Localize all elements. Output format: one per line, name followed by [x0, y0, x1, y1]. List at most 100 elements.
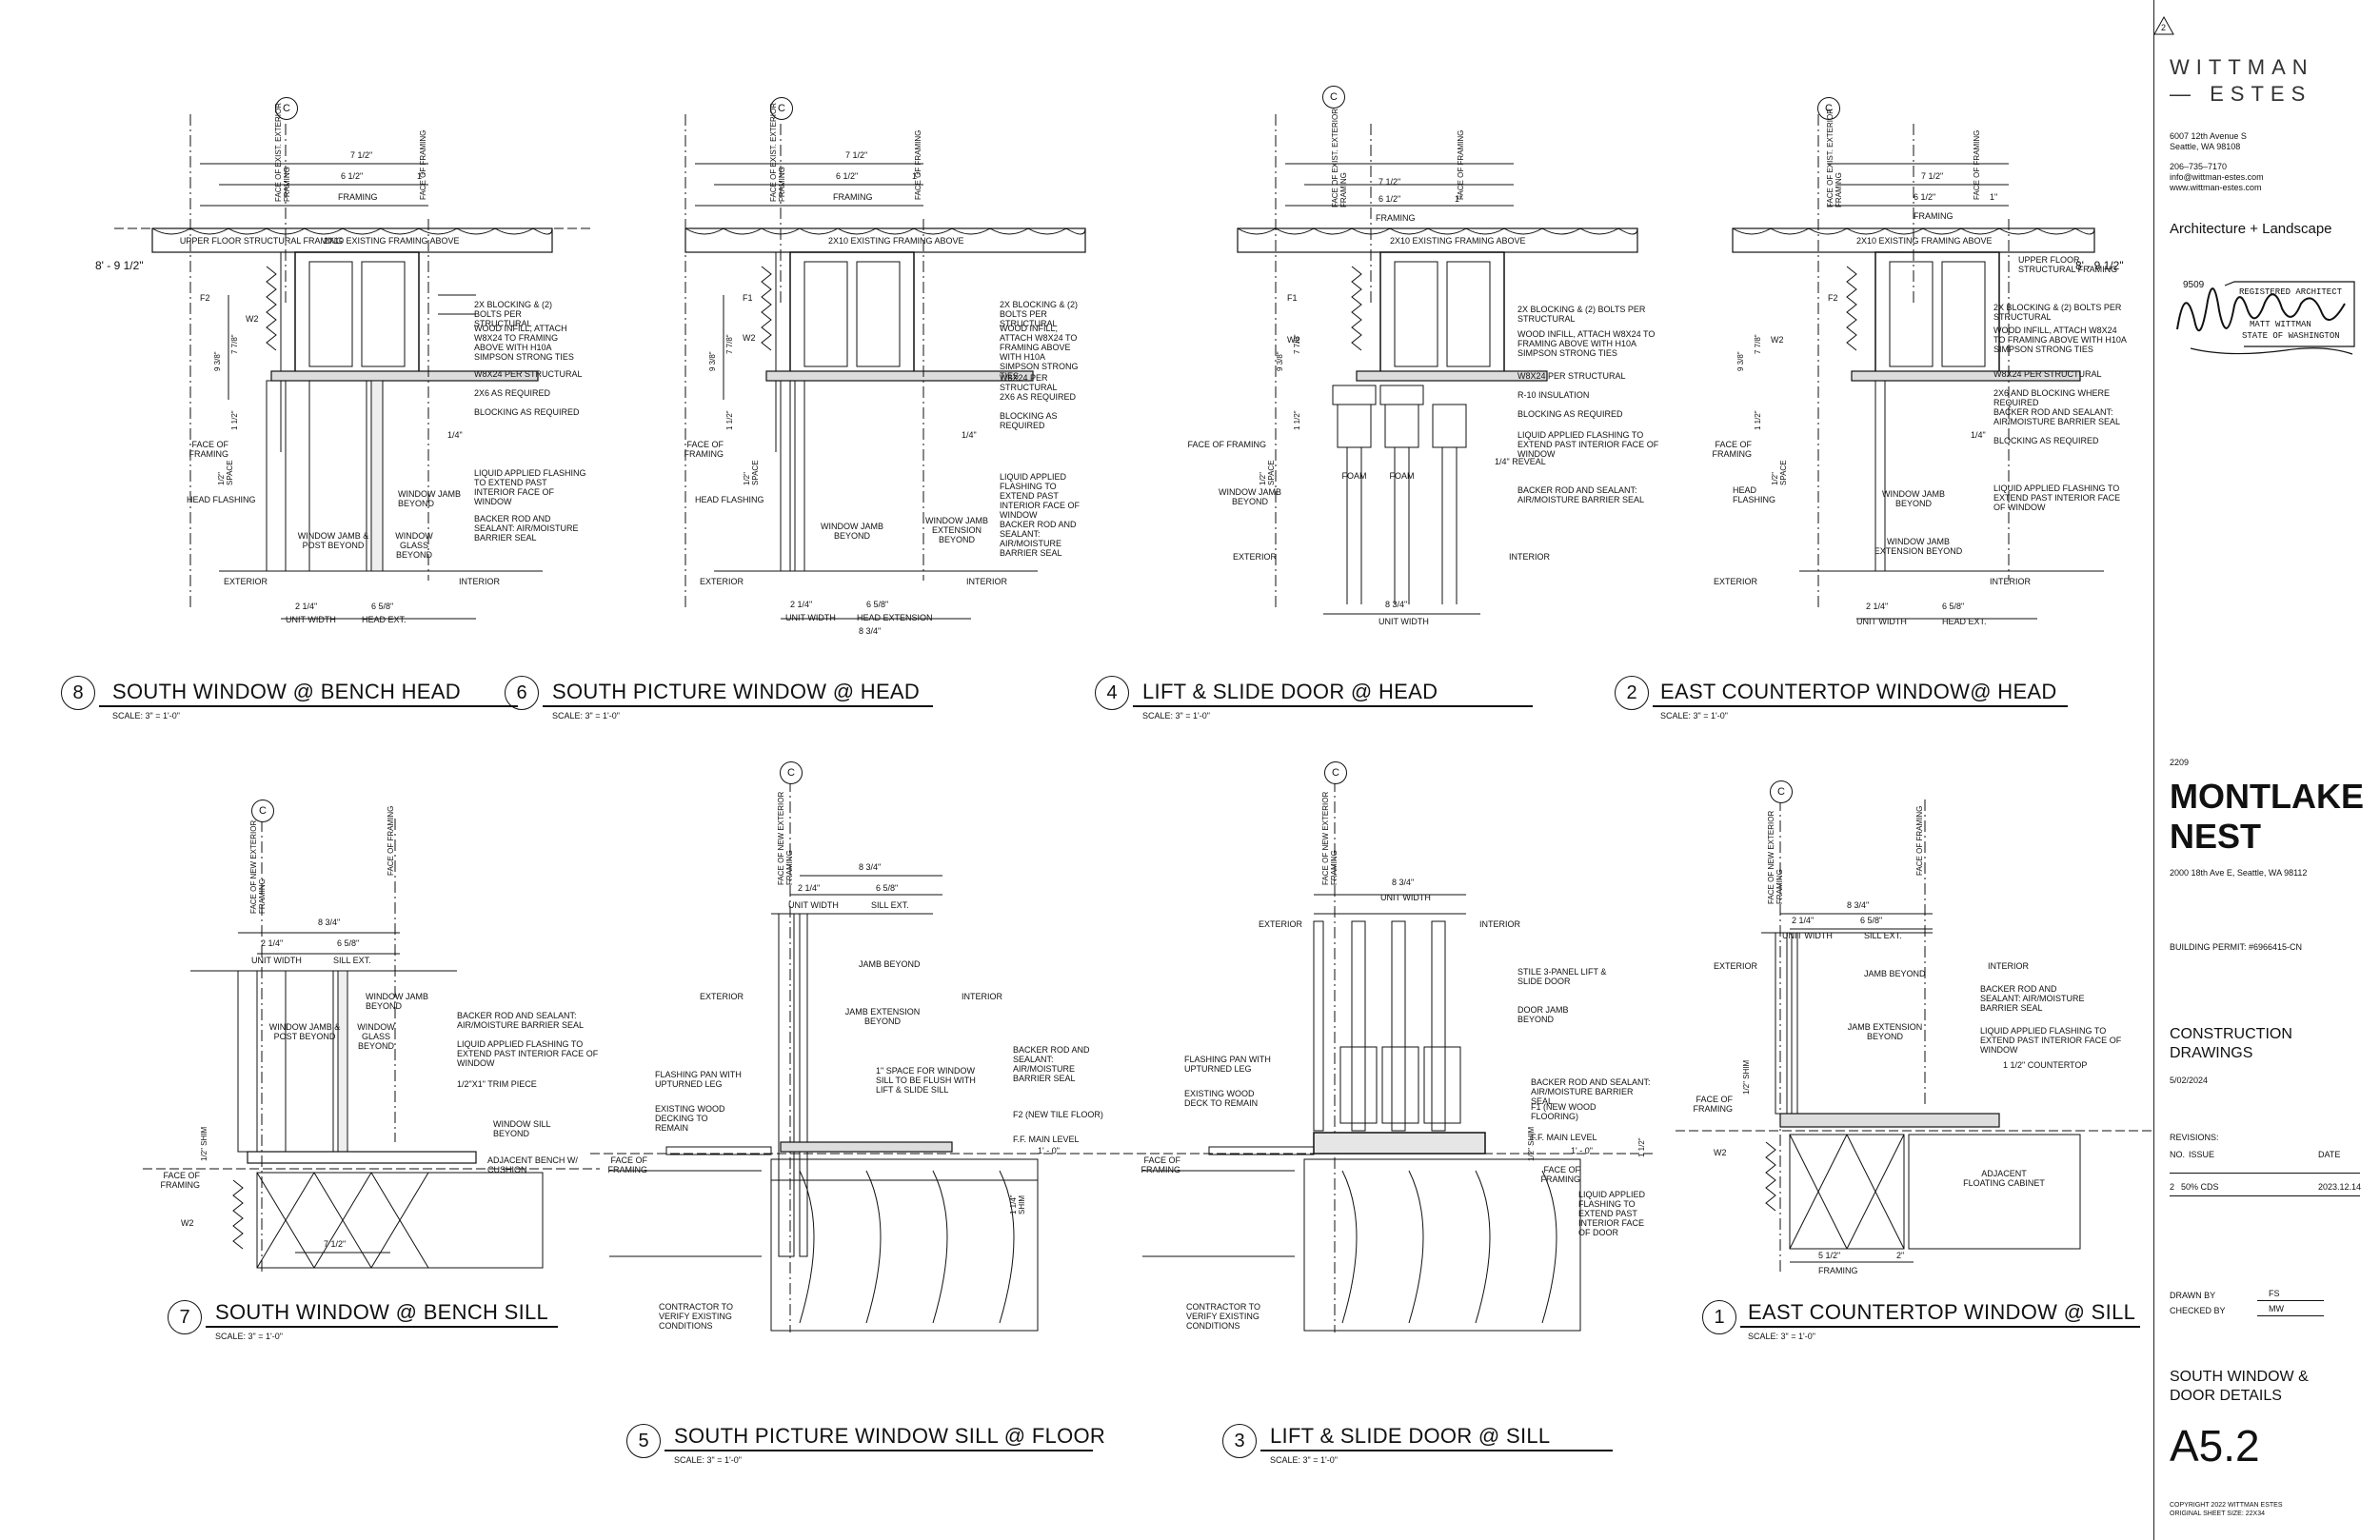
dim-top-1: 8 3/4"	[318, 918, 341, 927]
dim-top-1: 7 1/2"	[845, 150, 868, 160]
sheet-title-line1: SOUTH WINDOW &	[2170, 1369, 2309, 1385]
note-liquid-flashing: LIQUID APPLIED FLASHING TO EXTEND PAST I…	[1980, 1026, 2122, 1055]
note-blocking-req: BLOCKING AS REQUIRED	[1517, 409, 1623, 419]
note-blocking: 2X BLOCKING & (2) BOLTS PER STRUCTURAL	[1517, 305, 1646, 324]
detail-3: C 8 3/4" UNIT WIDTH FACE OF NEW EXTERIOR…	[1123, 761, 1656, 1342]
note-w8x24: W8X24 PER STRUCTURAL	[1517, 371, 1626, 381]
vertical-label-1: FACE OF NEW EXTERIOR FRAMING	[1321, 791, 1339, 885]
note-ff-main: F.F. MAIN LEVEL	[1013, 1135, 1080, 1144]
note-window-jamb: WINDOW JAMB BEYOND	[1219, 487, 1281, 506]
vertical-label-2: FACE OF FRAMING	[419, 129, 427, 200]
note-bench: ADJACENT BENCH W/ CUSHION	[487, 1155, 578, 1175]
note-foam-1: FOAM	[1341, 471, 1367, 481]
note-upper-floor: UPPER FLOOR STRUCTURAL FRAMING	[179, 236, 343, 246]
side-dim-2: 7 7/8"	[230, 334, 239, 354]
dim-bottom-4: HEAD EXT.	[362, 615, 407, 624]
signature-stamp-icon	[2176, 281, 2355, 355]
note-flashing-pan: FLASHING PAN WITH UPTURNED LEG	[1184, 1055, 1271, 1074]
dim-top-4: UNIT WIDTH	[788, 900, 839, 910]
title-underline	[1740, 1326, 2140, 1328]
note-blocking-req: BLOCKING AS REQUIRED	[1000, 411, 1058, 430]
note-existing-deck: EXISTING WOOD DECK TO REMAIN	[1184, 1089, 1259, 1108]
side-dim-1: 9 3/8"	[1736, 351, 1745, 371]
note-wood-infill: WOOD INFILL, ATTACH W8X24 TO FRAMING ABO…	[1517, 329, 1656, 358]
building-permit: BUILDING PERMIT: #6966415-CN	[2170, 942, 2303, 952]
note-ff-main: F.F. MAIN LEVEL	[1531, 1133, 1597, 1142]
vertical-label-2: FACE OF FRAMING	[1457, 129, 1465, 200]
detail-2: C 7 1/2" 6 1/2" 1" FRAMING FACE OF EXIST…	[1676, 86, 2152, 638]
note-2x10: 2X10 EXISTING FRAMING ABOVE	[1856, 236, 1993, 246]
note-space-sill: 1" SPACE FOR WINDOW SILL TO BE FLUSH WIT…	[876, 1066, 976, 1095]
dim-top-1: 7 1/2"	[350, 150, 373, 160]
vertical-label-2: FACE OF FRAMING	[1973, 129, 1981, 200]
dim-bottom-1: 2 1/4"	[295, 602, 318, 611]
dim-bottom-1: 2 1/4"	[790, 600, 813, 609]
tag-shim: 1/2" SHIM	[1742, 1059, 1751, 1095]
dim-top-4: UNIT WIDTH	[1782, 931, 1833, 940]
note-jamb-extension: JAMB EXTENSION BEYOND	[1847, 1022, 1923, 1041]
note-wood-infill: WOOD INFILL, ATTACH W8X24 TO FRAMING ABO…	[474, 324, 574, 362]
dim-top-3: 1"	[912, 171, 921, 181]
stamp-name: MATT WITTMAN	[2250, 320, 2311, 329]
note-foam-2: FOAM	[1389, 471, 1415, 481]
detail-3-drawing	[1123, 780, 1656, 1333]
note-backer-rod: BACKER ROD AND SEALANT: AIR/MOISTURE BAR…	[457, 1011, 585, 1030]
side-dim-5: 1/4"	[962, 430, 977, 440]
title-underline	[1133, 705, 1533, 707]
vertical-label-1: FACE OF NEW EXTERIOR FRAMING	[1767, 810, 1784, 904]
elevation-label: 8' - 9 1/2"	[95, 259, 144, 272]
dim-elevation: 1' - 0"	[1038, 1146, 1060, 1155]
copyright: COPYRIGHT 2022 WITTMAN ESTES	[2170, 1502, 2283, 1509]
detail-number-bubble: 1	[1702, 1300, 1736, 1334]
drawn-by-line	[2257, 1300, 2324, 1301]
note-w8x24: W8X24 PER STRUCTURAL	[1993, 369, 2102, 379]
dim-bottom-4: HEAD EXTENSION	[857, 613, 933, 622]
drawing-set-line2: DRAWINGS	[2170, 1045, 2253, 1061]
title-underline	[543, 705, 933, 707]
note-2x6: 2X6 AS REQUIRED	[1000, 392, 1077, 402]
project-name-line1: MONTLAKE	[2170, 777, 2364, 816]
note-jamb-beyond: JAMB BEYOND	[859, 959, 921, 969]
detail-8: C 7 1/2" 6 1/2" 1" FRAMING FACE OF EXIST…	[95, 86, 590, 638]
sheet-title-line2: DOOR DETAILS	[2170, 1388, 2282, 1404]
firm-email: info@wittman-estes.com	[2170, 172, 2264, 182]
dim-shim: 1 1/4" SHIM	[1009, 1194, 1026, 1214]
note-backer-rod: BACKER ROD AND SEALANT: AIR/MOISTURE BAR…	[1000, 520, 1077, 558]
dim-shim: 1/2" SHIM	[1527, 1126, 1536, 1161]
detail-title: SOUTH WINDOW @ BENCH HEAD	[112, 680, 461, 703]
note-exterior: EXTERIOR	[700, 577, 744, 586]
note-backer-rod: BACKER ROD AND SEALANT: AIR/MOISTURE BAR…	[1517, 485, 1645, 504]
side-dim-4: 1/2" SPACE	[743, 460, 760, 485]
note-exterior: EXTERIOR	[1714, 961, 1758, 971]
detail-scale: SCALE: 3" = 1'-0"	[552, 711, 620, 721]
side-dim-3: 1 1/2"	[1754, 410, 1762, 430]
revisions-divider	[2170, 1173, 2360, 1174]
detail-scale: SCALE: 3" = 1'-0"	[1270, 1455, 1338, 1465]
firm-address-1: 6007 12th Avenue S	[2170, 131, 2247, 141]
revisions-divider-2	[2170, 1195, 2360, 1196]
dim-framing: FRAMING	[1376, 213, 1416, 223]
tag-w2: W2	[743, 333, 756, 343]
detail-2-drawing	[1732, 114, 2104, 620]
dim-elevation: 1' - 0"	[1571, 1146, 1593, 1155]
note-interior: INTERIOR	[1479, 919, 1521, 929]
side-dim-1: 9 3/8"	[1276, 351, 1284, 371]
dim-bottom-1: 8 3/4"	[1385, 600, 1408, 609]
note-contractor: CONTRACTOR TO VERIFY EXISTING CONDITIONS	[1186, 1302, 1261, 1331]
dim-bottom-5: 8 3/4"	[859, 626, 882, 636]
dim-sill: 7 1/2"	[324, 1239, 347, 1249]
dim-top-5: SILL EXT.	[333, 956, 371, 965]
stamp-registered: REGISTERED ARCHITECT	[2238, 287, 2343, 297]
dim-5-1-2: 5 1/2"	[1818, 1251, 1841, 1260]
detail-number-bubble: 6	[505, 676, 539, 710]
note-reveal: 1/4" REVEAL	[1495, 457, 1546, 466]
note-head-flashing: HEAD FLASHING	[1733, 485, 1776, 504]
detail-scale: SCALE: 3" = 1'-0"	[1142, 711, 1210, 721]
detail-title: SOUTH WINDOW @ BENCH SILL	[215, 1300, 549, 1324]
note-face-framing: FACE OF FRAMING	[684, 440, 724, 459]
note-face-framing: FACE OF FRAMING	[1693, 1095, 1734, 1114]
side-dim-2: 7 7/8"	[1293, 334, 1301, 354]
tag-shim: 1/2" SHIM	[200, 1126, 208, 1161]
dim-framing: FRAMING	[833, 192, 873, 202]
note-interior: INTERIOR	[966, 577, 1008, 586]
